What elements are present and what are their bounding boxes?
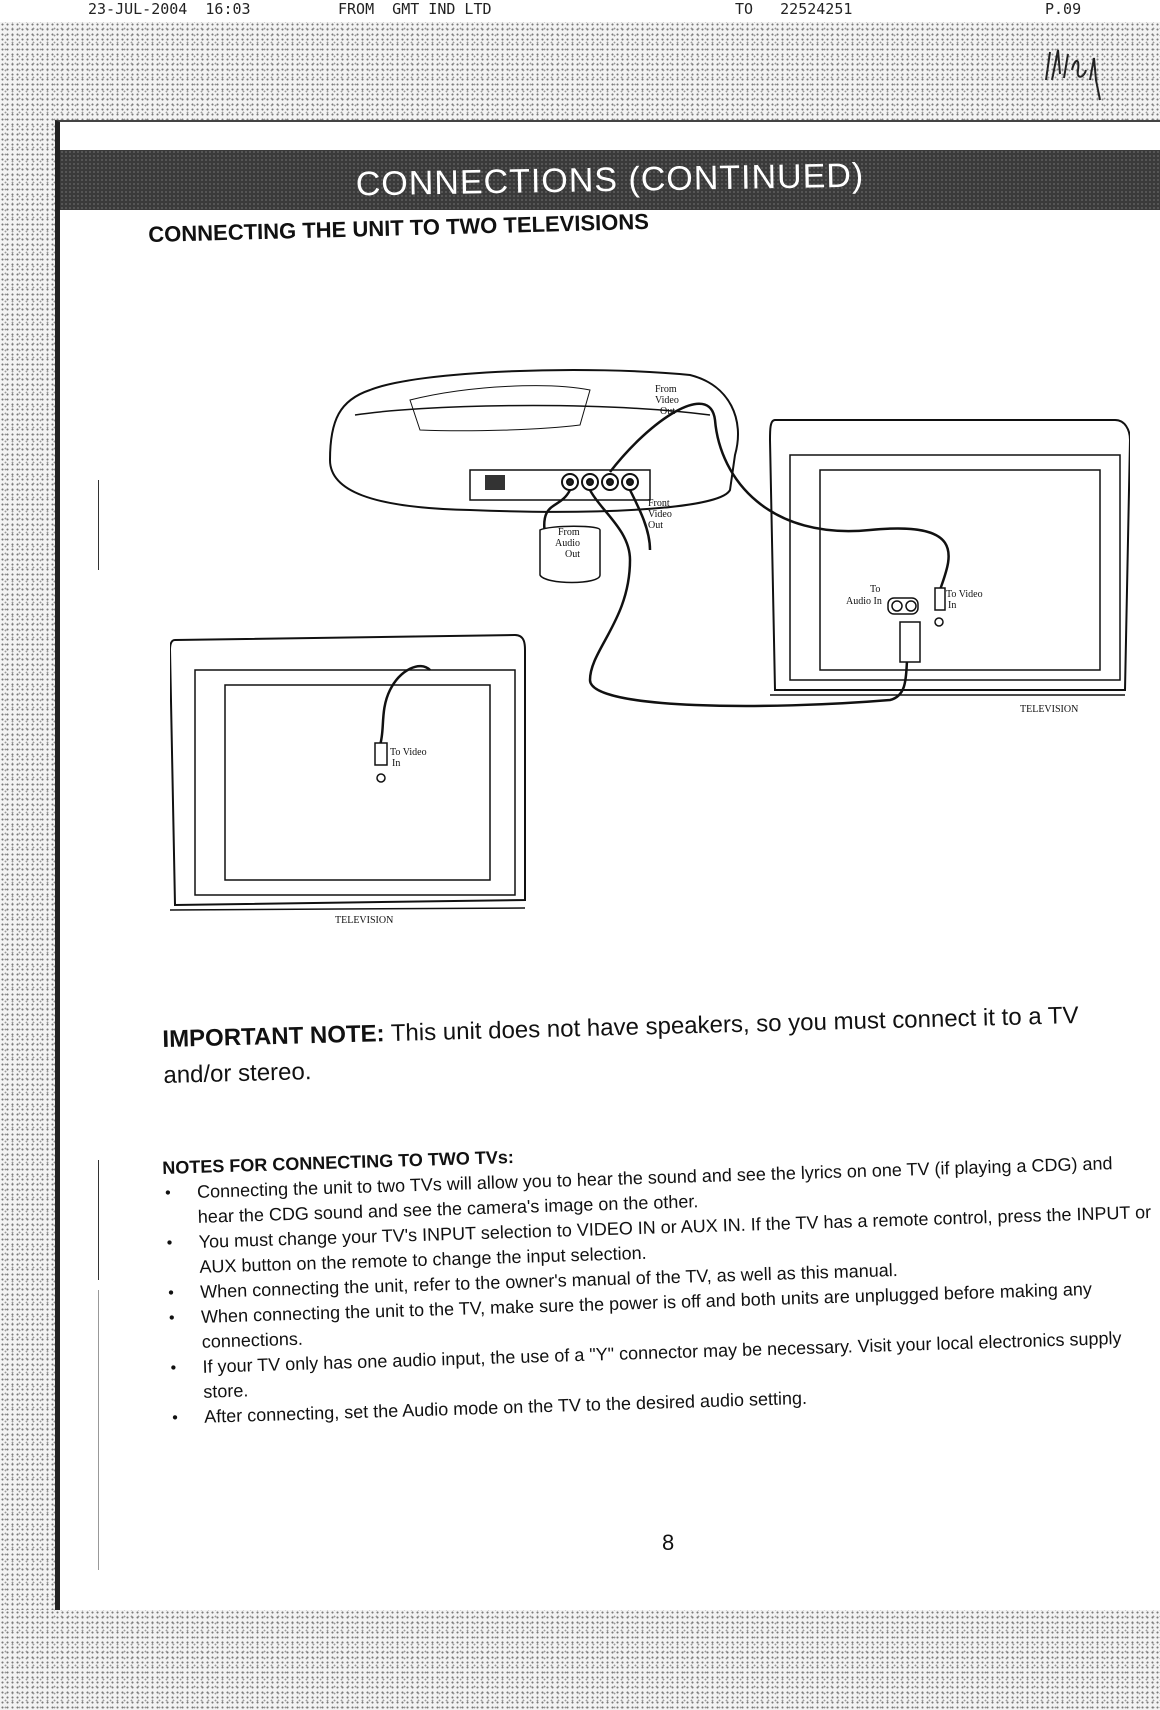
section-banner bbox=[60, 150, 1160, 210]
label-television-right: TELEVISION bbox=[1020, 704, 1078, 715]
handwritten-initials bbox=[1045, 49, 1101, 101]
audio-input-jacks bbox=[887, 597, 919, 615]
label-to-audio-in: To bbox=[870, 584, 880, 595]
fax-header: 23-JUL-2004 16:03 FROM GMT IND LTD TO 22… bbox=[0, 0, 1160, 20]
scan-noise-top bbox=[0, 22, 1160, 122]
video-cable-right bbox=[609, 402, 950, 591]
fax-date-time: 23-JUL-2004 16:03 bbox=[88, 0, 251, 18]
television-right bbox=[768, 419, 1130, 696]
label-to-video-in-right: In bbox=[948, 600, 956, 611]
notes-section: NOTES FOR CONNECTING TO TWO TVs: Connect… bbox=[162, 1127, 1160, 1431]
notes-list: Connecting the unit to two TVs will allo… bbox=[163, 1150, 1160, 1431]
television-left bbox=[170, 633, 526, 911]
label-from-audio-out: From bbox=[558, 527, 580, 538]
scan-noise-bottom bbox=[0, 1610, 1160, 1710]
label-from-video-out-top: Video bbox=[655, 395, 679, 406]
label-television-left: TELEVISION bbox=[335, 915, 393, 926]
label-from-video-out-top: Out bbox=[660, 406, 675, 417]
page-number: 8 bbox=[662, 1530, 675, 1555]
fax-from: FROM GMT IND LTD bbox=[338, 0, 492, 18]
label-to-video-in-left: To Video bbox=[390, 747, 427, 758]
label-to-video-in-left: In bbox=[392, 758, 400, 769]
label-to-audio-in: Audio In bbox=[846, 596, 882, 607]
fax-page: P.09 bbox=[1045, 0, 1082, 18]
fax-to: TO 22524251 bbox=[735, 0, 853, 18]
karaoke-unit bbox=[328, 369, 739, 513]
label-front-video-out: Out bbox=[648, 520, 663, 531]
video-cable-left bbox=[378, 489, 652, 746]
margin-mark bbox=[98, 1160, 99, 1280]
margin-mark bbox=[98, 480, 99, 570]
label-front-video-out: Video bbox=[648, 509, 672, 520]
y-connector bbox=[539, 525, 601, 584]
label-from-audio-out: Audio bbox=[555, 538, 580, 549]
margin-mark bbox=[98, 1290, 99, 1570]
label-from-video-out-top: From bbox=[655, 384, 677, 395]
connection-diagram: From Video Out Front Video Out From Audi… bbox=[170, 369, 1130, 926]
audio-cable bbox=[542, 489, 910, 708]
label-front-video-out: Front bbox=[648, 498, 670, 509]
scan-noise-left bbox=[0, 22, 55, 1710]
label-from-audio-out: Out bbox=[565, 549, 580, 560]
important-note-label: IMPORTANT NOTE: bbox=[162, 1020, 385, 1053]
rca-plug bbox=[374, 587, 946, 783]
label-to-video-in-right: To Video bbox=[946, 589, 983, 600]
